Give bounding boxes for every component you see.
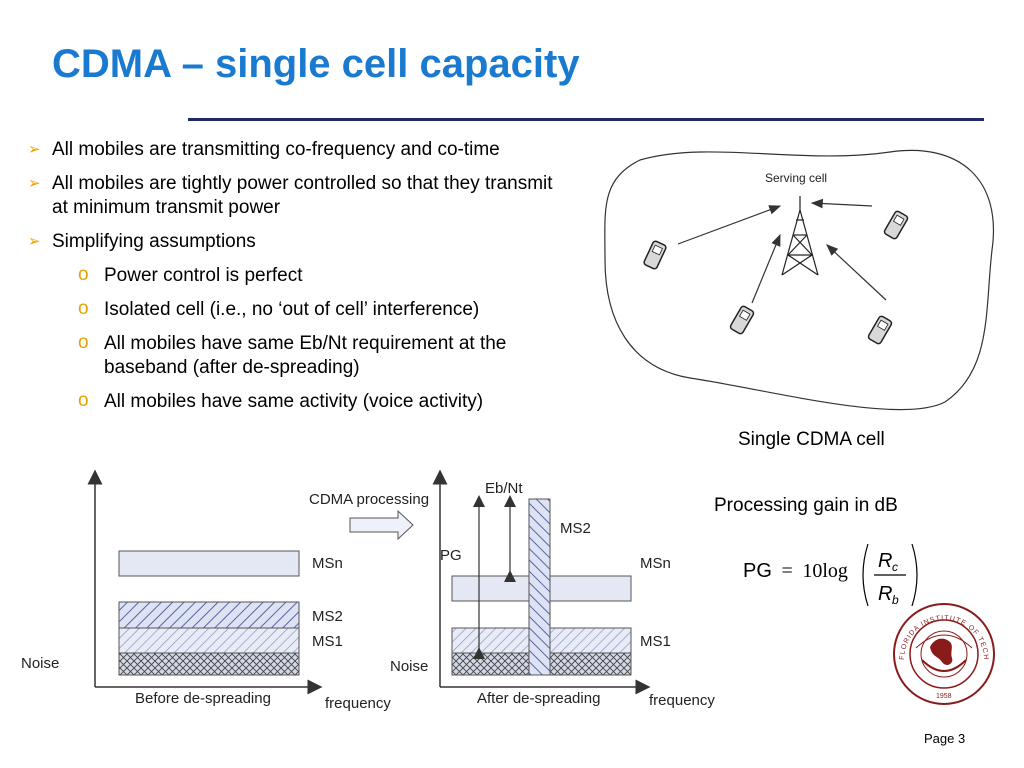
bullet-item: ➢ All mobiles are tightly power controll… — [28, 172, 572, 220]
pg-denominator-sub: b — [892, 593, 899, 607]
cell-caption: Single CDMA cell — [738, 429, 885, 450]
after-despreading-label: After de-spreading — [477, 690, 600, 707]
pg-numerator-sub: c — [892, 560, 898, 574]
cell-boundary — [604, 149, 994, 411]
arrow-bullet-icon: ➢ — [28, 141, 41, 158]
processing-gain-formula: PG = 10log — [743, 560, 848, 583]
mobile-phone-icon — [643, 240, 667, 270]
pg-numerator: R — [878, 550, 892, 572]
slide-title: CDMA – single cell capacity — [52, 42, 580, 86]
processing-arrow-icon — [349, 509, 414, 541]
page-number: Page 3 — [924, 731, 966, 746]
circle-bullet-icon: o — [78, 390, 89, 411]
arrow-bullet-icon: ➢ — [28, 175, 41, 192]
title-divider — [188, 118, 984, 121]
ms2-band-left — [118, 601, 300, 629]
bullet-item: ➢ Simplifying assumptions — [28, 230, 608, 254]
noise-band-left — [118, 652, 300, 676]
pg-lhs: PG — [743, 560, 772, 582]
pg-coefficient: 10log — [802, 560, 848, 582]
cell-tower-icon — [781, 196, 819, 276]
before-despreading-label: Before de-spreading — [135, 690, 271, 707]
noise-label-right: Noise — [390, 658, 428, 675]
uplink-arrow — [810, 198, 873, 209]
mobile-phone-icon — [883, 210, 909, 240]
msn-label-left: MSn — [312, 555, 343, 572]
sub-bullet-text: Isolated cell (i.e., no ‘out of cell’ in… — [104, 299, 480, 320]
sub-bullet-text: All mobiles have same activity (voice ac… — [104, 391, 484, 412]
mobile-phone-icon — [867, 315, 893, 345]
msn-band-left — [118, 550, 300, 577]
mobile-phone-icon — [729, 305, 755, 335]
uplink-arrow — [677, 205, 782, 245]
arrow-bullet-icon: ➢ — [28, 233, 41, 250]
pg-fraction: R c R b — [862, 543, 918, 607]
sub-bullet-item: o All mobiles have same activity (voice … — [28, 390, 608, 414]
ms2-label-right: MS2 — [560, 520, 591, 537]
processing-gain-heading: Processing gain in dB — [714, 495, 898, 516]
seal-year: 1958 — [936, 693, 952, 700]
cdma-cell-diagram: Serving cell — [604, 149, 994, 411]
ms2-despread-band — [528, 498, 551, 676]
ms2-label-left: MS2 — [312, 608, 343, 625]
uplink-arrow — [826, 244, 887, 301]
frequency-label-right: frequency — [649, 692, 715, 709]
sub-bullet-item: o Power control is perfect — [28, 264, 608, 288]
sub-bullet-item: o All mobiles have same Eb/Nt requiremen… — [28, 332, 584, 380]
sub-bullet-text: Power control is perfect — [104, 265, 303, 286]
pg-label: PG — [440, 547, 462, 564]
ms1-band-left — [118, 627, 300, 654]
serving-cell-label: Serving cell — [765, 171, 827, 185]
circle-bullet-icon: o — [78, 298, 89, 319]
spectrum-diagram: Noise MSn MS2 MS1 Before de-spreading fr… — [21, 469, 715, 712]
uplink-arrow — [751, 233, 781, 304]
pg-equals: = — [781, 560, 793, 582]
bullet-text: All mobiles are transmitting co-frequenc… — [52, 139, 500, 160]
bullet-text: All mobiles are tightly power controlled… — [52, 173, 553, 218]
ms1-label-left: MS1 — [312, 633, 343, 650]
bullet-item: ➢ All mobiles are transmitting co-freque… — [28, 138, 608, 162]
ms1-label-right: MS1 — [640, 633, 671, 650]
bullet-text: Simplifying assumptions — [52, 231, 256, 252]
sub-bullet-text: All mobiles have same Eb/Nt requirement … — [104, 333, 507, 378]
frequency-label-left: frequency — [325, 695, 391, 712]
florida-tech-seal-logo: 1958 FLORIDA INSTITUTE OF TECHNOLOGY — [892, 602, 995, 705]
circle-bullet-icon: o — [78, 264, 89, 285]
msn-label-right: MSn — [640, 555, 671, 572]
cdma-processing-label: CDMA processing — [309, 491, 429, 508]
pg-denominator: R — [878, 583, 892, 605]
bullet-list: ➢ All mobiles are transmitting co-freque… — [28, 138, 608, 424]
sub-bullet-item: o Isolated cell (i.e., no ‘out of cell’ … — [28, 298, 608, 322]
noise-label-left: Noise — [21, 655, 59, 672]
ebnt-label: Eb/Nt — [485, 480, 523, 497]
circle-bullet-icon: o — [78, 332, 89, 353]
